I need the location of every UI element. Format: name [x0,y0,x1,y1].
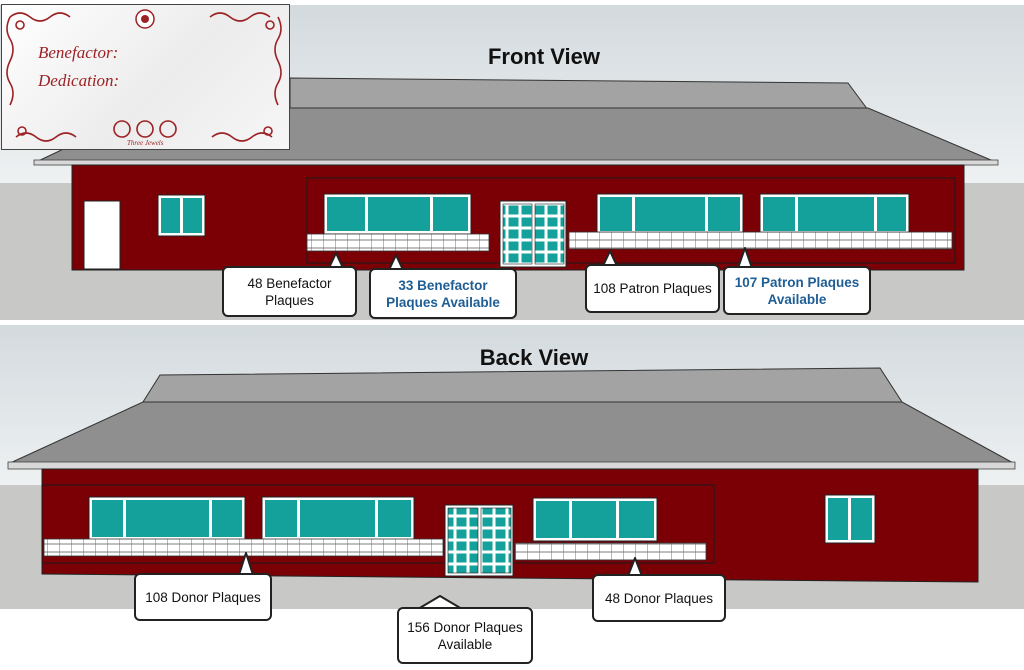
back-entry-doors [444,504,514,577]
front-side-door [83,200,121,270]
callout-benefactor-plaques: 48 Benefactor Plaques [222,266,357,317]
back-view-title: Back View [479,345,589,370]
card-benefactor-label: Benefactor: [38,43,119,62]
callout-benefactor-available: 33 Benefactor Plaques Available [369,268,517,319]
front-entry-doors [499,200,567,268]
callout-donor-right: 48 Donor Plaques [592,574,726,622]
back-small-window [824,494,876,544]
card-footer: Three Jewels [127,139,164,147]
card-emblem-icon [135,9,155,29]
card-ornament-border [6,9,282,142]
callout-donor-left: 108 Donor Plaques [134,573,272,621]
back-main-roof [7,401,1016,465]
back-window-band-right [532,497,658,542]
back-window-band-left [88,496,246,541]
front-view-title: Front View [487,44,601,69]
front-window-band-center [596,193,744,235]
back-left-plaque-strip [43,538,444,557]
callout-patron-available: 107 Patron Plaques Available [723,266,871,315]
back-right-plaque-strip [514,542,707,561]
front-roof-fascia [33,159,999,166]
front-window-band-right [759,193,910,235]
back-window-band-center [261,496,415,541]
back-alcove [41,484,715,564]
plaque-sample-card: Benefactor: Dedication: Three Jewels [1,4,290,150]
front-patron-plaque-strip [568,231,953,250]
front-small-window [157,194,206,237]
front-view-scene [0,5,1024,320]
back-roof-fascia [7,461,1016,470]
card-dedication-label: Dedication: [38,71,120,90]
callout-patron-plaques: 108 Patron Plaques [585,264,720,313]
callout-donor-center-available: 156 Donor Plaques Available [397,607,533,664]
front-alcove [306,177,956,264]
front-upper-roof [289,77,869,111]
view-divider [0,320,1024,325]
front-window-band-left [323,193,472,235]
front-benefactor-plaque-strip [306,233,490,252]
